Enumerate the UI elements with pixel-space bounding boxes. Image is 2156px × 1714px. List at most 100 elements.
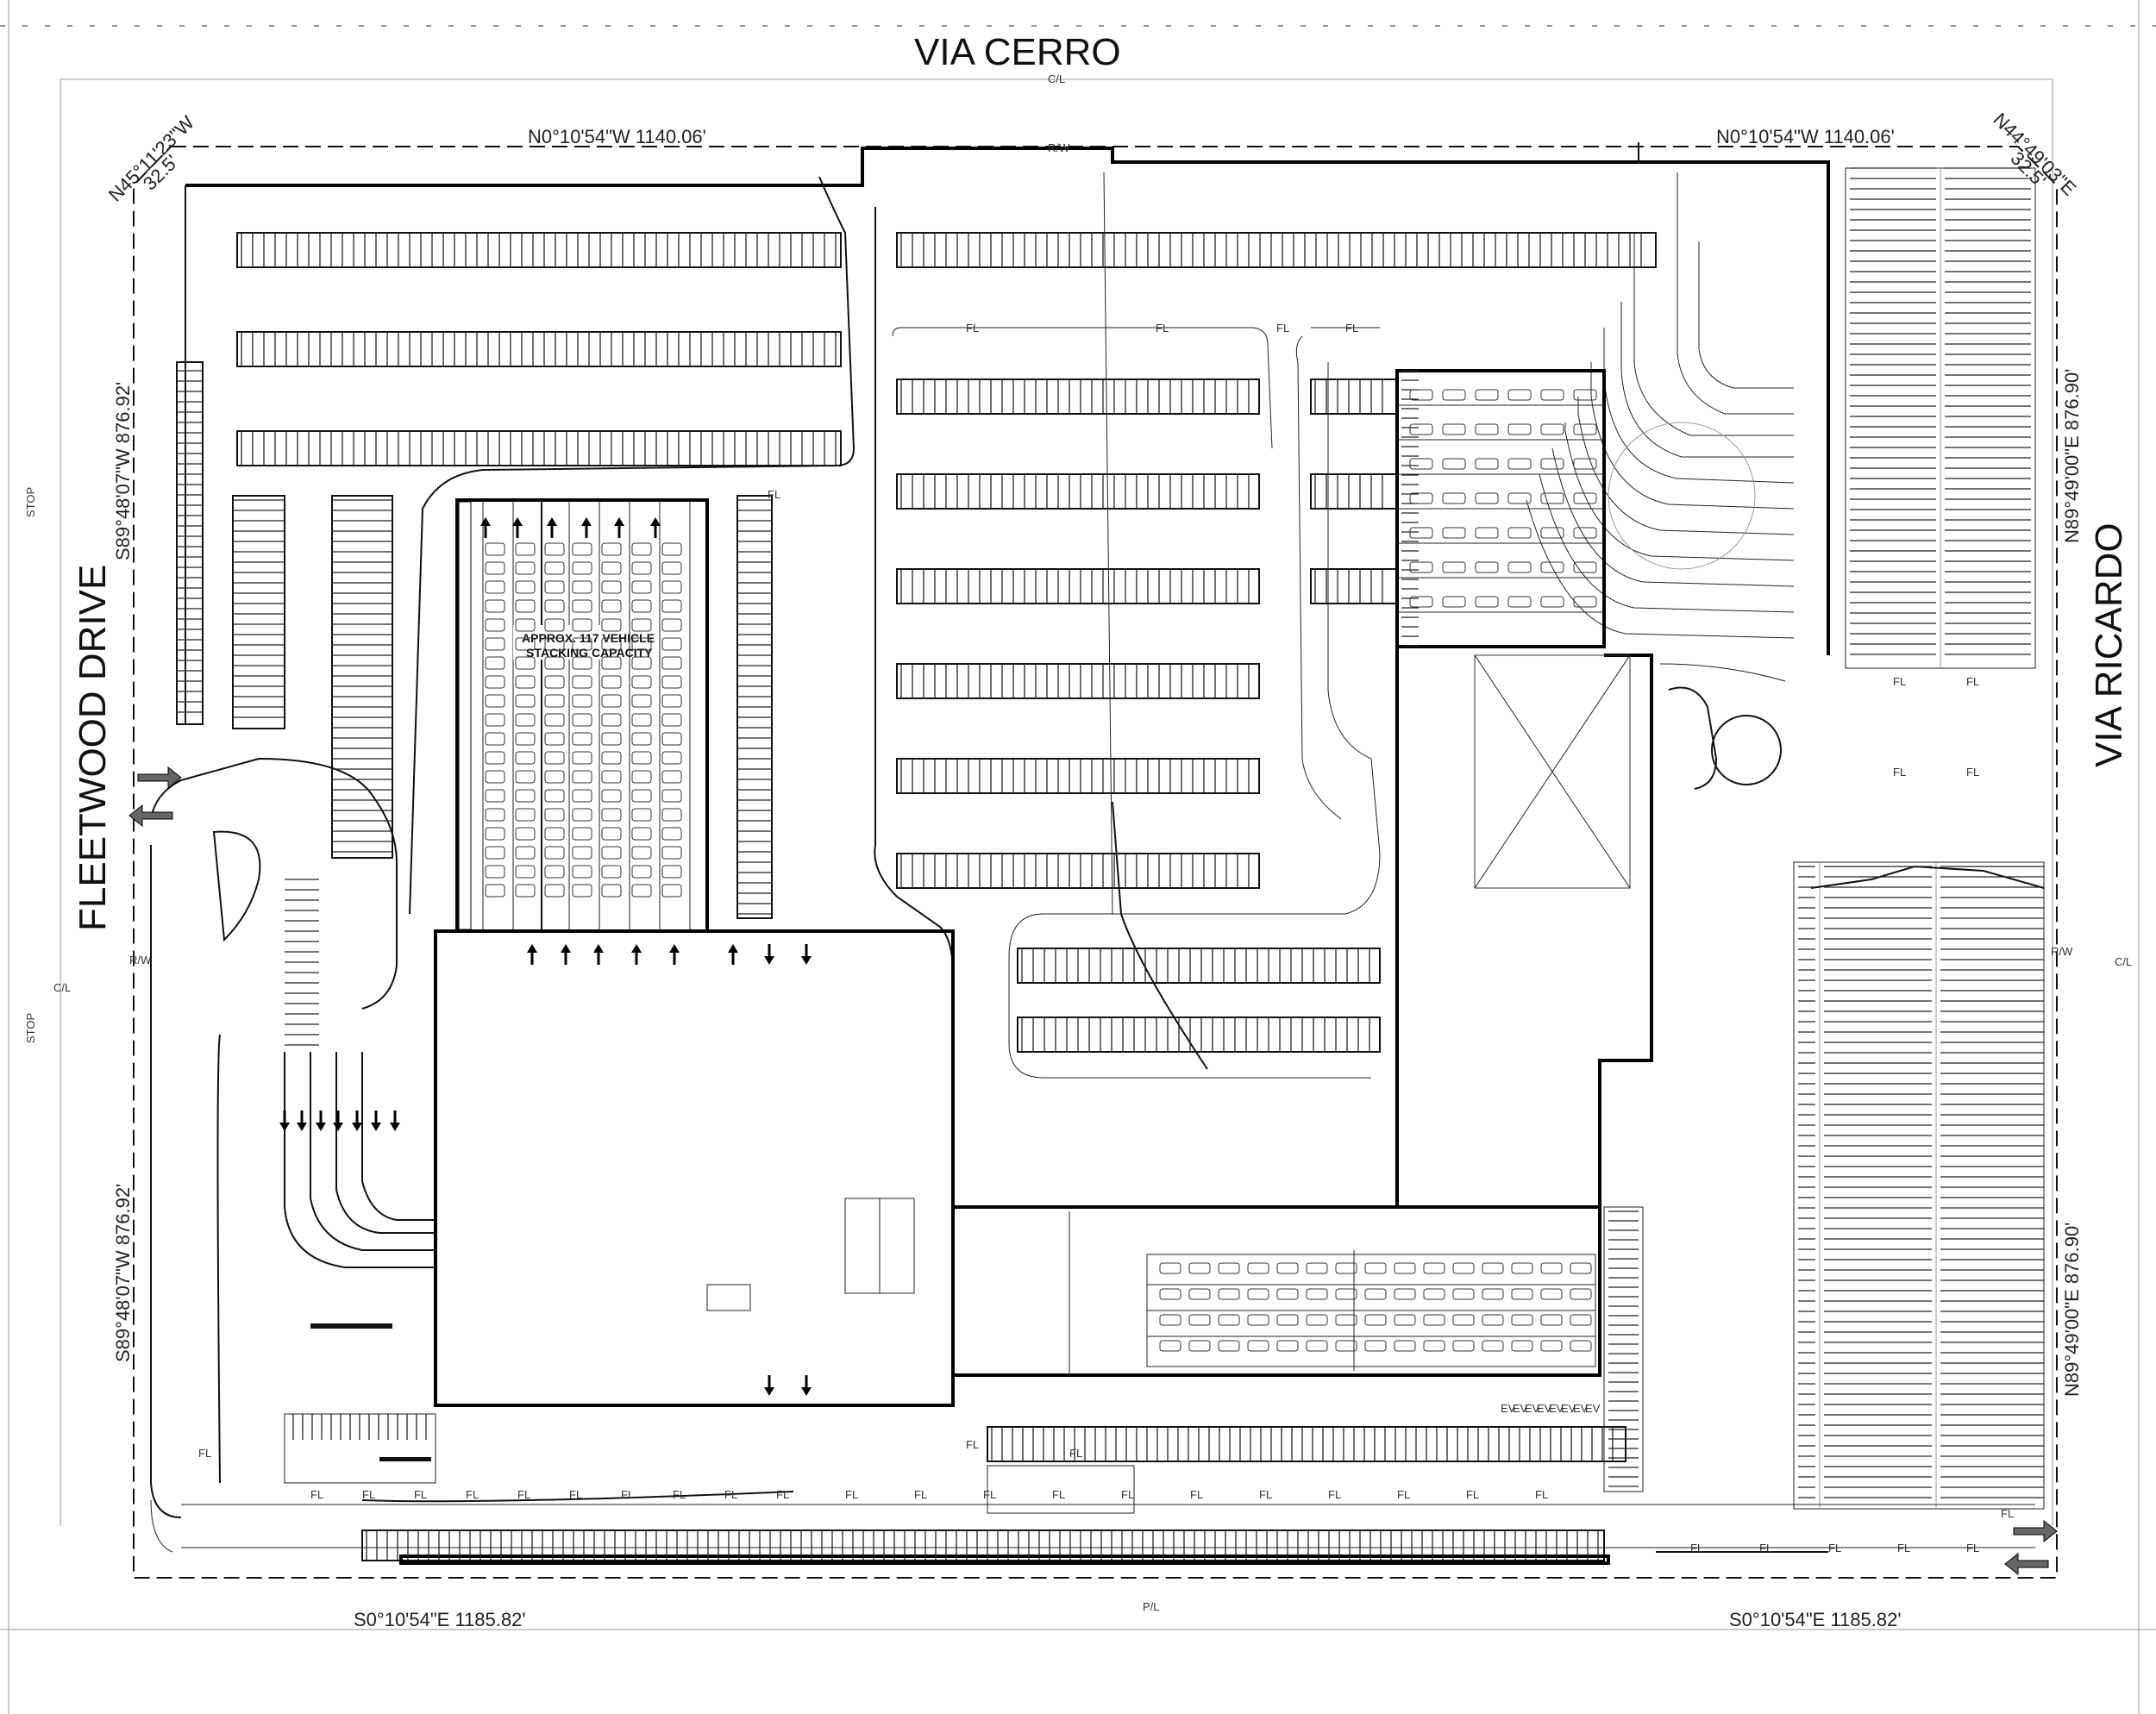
vehicle-symbol [1482, 1288, 1504, 1300]
vehicle-symbol [1364, 1288, 1387, 1300]
vehicle-symbol [631, 751, 652, 765]
vehicle-symbol [1188, 1288, 1211, 1300]
vehicle-symbol [1482, 1314, 1504, 1326]
vehicle-symbol [1364, 1262, 1387, 1274]
vehicle-symbol [1276, 1314, 1299, 1326]
vehicle-symbol [572, 732, 592, 746]
bearing-east-upper: N89°49'00"E 876.90' [2061, 369, 2083, 543]
vehicle-symbol [1409, 458, 1433, 470]
vehicle-symbol [661, 675, 682, 689]
bearing-south-right: S0°10'54"E 1185.82' [1729, 1609, 1902, 1630]
arrow-down-head [352, 1123, 362, 1131]
vehicle-symbol [572, 713, 592, 727]
vehicle-symbol [631, 637, 652, 651]
vehicle-symbol [1442, 492, 1466, 504]
arrow-up-head [728, 944, 738, 953]
flow-line-tag: FL [1397, 1488, 1410, 1501]
flow-line-tag: FL [517, 1488, 530, 1501]
east-curved-aisles [1526, 172, 1795, 639]
vehicle-symbol [572, 599, 592, 613]
vehicle-symbol [1570, 1288, 1592, 1300]
vehicle-symbol [544, 846, 565, 860]
vehicle-symbol [1394, 1288, 1416, 1300]
ev-stall-tag: EV [1561, 1402, 1576, 1415]
flow-line-tag: FL [1759, 1542, 1772, 1554]
arrow-up-head [614, 517, 624, 526]
vehicle-symbol [1452, 1340, 1475, 1352]
vehicle-symbol [572, 580, 592, 594]
vehicle-symbol [631, 789, 652, 803]
arrow-up-head [527, 944, 537, 953]
vehicle-symbol [1511, 1262, 1533, 1274]
flow-line-tag: FL [2001, 1507, 2014, 1520]
bearing-east-lower: N89°49'00"E 876.90' [2061, 1223, 2083, 1397]
vehicle-symbol [1247, 1262, 1269, 1274]
driveway-arrows [128, 766, 2058, 1576]
bearing-north-right: N0°10'54"W 1140.06' [1716, 126, 1895, 147]
vehicle-symbol [1409, 389, 1433, 401]
arrow-up-head [512, 517, 523, 526]
arrow-down-head [764, 956, 774, 965]
vehicle-symbol [515, 580, 536, 594]
street-label-west: FLEETWOOD DRIVE [72, 565, 114, 931]
vehicle-symbol [485, 808, 505, 822]
vehicle-symbol [485, 770, 505, 784]
row-tag-west: R/W [129, 954, 152, 966]
vehicle-symbol [1507, 492, 1532, 504]
vehicle-symbol [1423, 1340, 1445, 1352]
fleetwood-arrow-out [128, 804, 173, 828]
ricardo-arrow-out [2004, 1552, 2049, 1576]
flow-line-tag: FL [466, 1488, 479, 1501]
flow-line-tag: FL [1966, 675, 1979, 688]
arrow-up-head [669, 944, 680, 953]
vehicle-symbol [1570, 1340, 1592, 1352]
centerline-tag-west: C/L [53, 981, 71, 994]
vehicle-symbol [1570, 1262, 1592, 1274]
ev-stall-tag: EV [1537, 1402, 1552, 1415]
vehicle-symbol [1276, 1288, 1299, 1300]
east-parking [1659, 167, 2045, 1510]
vehicle-symbol [515, 751, 536, 765]
vehicle-symbol [515, 561, 536, 575]
flow-line-tag: FL [673, 1488, 686, 1501]
arrow-down-head [333, 1123, 343, 1131]
right-of-way-line [133, 146, 2058, 1579]
vehicle-symbol [1306, 1314, 1328, 1326]
vehicle-symbol [1540, 423, 1564, 435]
west-frontage [150, 757, 436, 1518]
flow-line-tag: FL [914, 1488, 927, 1501]
vehicle-symbol [661, 656, 682, 670]
flow-line-tag: FL [1276, 322, 1289, 335]
ev-stall-tag: EV [1513, 1402, 1528, 1415]
vehicle-symbol [1573, 561, 1597, 573]
vehicle-symbol [515, 618, 536, 632]
vehicle-symbol [544, 542, 565, 556]
ev-stall-tag: EV [1585, 1402, 1601, 1415]
vehicle-symbol [631, 656, 652, 670]
vehicle-symbol [1159, 1314, 1181, 1326]
vehicle-symbol [1475, 389, 1499, 401]
vehicle-symbol [485, 751, 505, 765]
vehicle-symbol [572, 808, 592, 822]
vehicle-symbol [1442, 527, 1466, 539]
vehicle-symbol [544, 827, 565, 841]
vehicle-symbol [515, 732, 536, 746]
flow-line-tag: FL [1690, 1542, 1703, 1554]
vehicle-symbol [1364, 1340, 1387, 1352]
vehicle-symbol [631, 713, 652, 727]
vehicle-symbol [1540, 1288, 1563, 1300]
vehicle-symbol [485, 732, 505, 746]
vehicle-symbol [515, 789, 536, 803]
vehicle-symbol [485, 618, 505, 632]
centerline-tag-north: C/L [1048, 72, 1065, 85]
fleetwood-arrow-in [137, 766, 182, 790]
ev-stall-tag: EV [1501, 1402, 1516, 1415]
vehicle-symbol [544, 599, 565, 613]
street-label-east: VIA RICARDO [2088, 522, 2130, 767]
vehicle-symbol [1409, 423, 1433, 435]
vehicle-symbol [1306, 1340, 1328, 1352]
vehicle-symbol [661, 599, 682, 613]
vehicle-symbol [544, 561, 565, 575]
